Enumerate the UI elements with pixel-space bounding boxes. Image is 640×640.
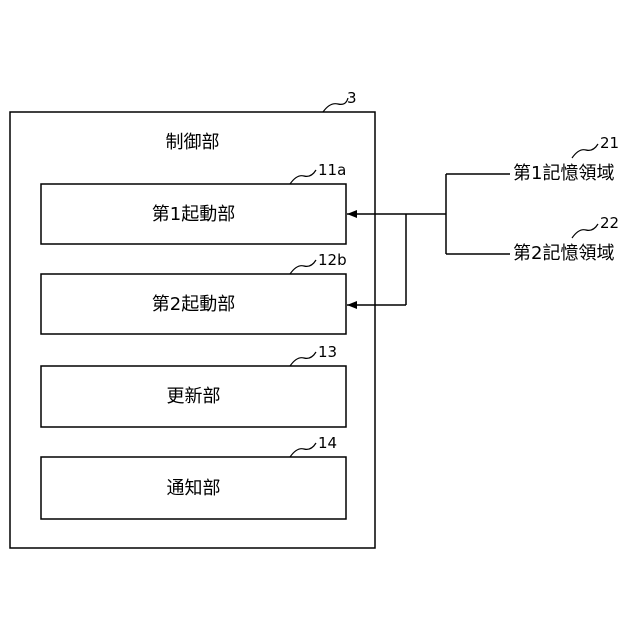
controller-label: 制御部 [10,133,375,153]
unit-leader-1 [290,170,316,184]
unit-ref-4: 14 [318,435,337,451]
unit-leader-2 [290,260,316,274]
storage-label-2: 第2記憶領域 [513,244,614,264]
storage-ref-1: 21 [600,135,619,151]
controller-leader [323,98,348,112]
storage-leader-2 [572,224,598,238]
unit-ref-3: 13 [318,344,337,360]
unit-label-1: 第1起動部 [41,205,346,225]
controller-ref: 3 [347,90,357,106]
storage-ref-2: 22 [600,215,619,231]
unit-ref-2: 12b [318,252,347,268]
unit-leader-3 [290,352,316,366]
unit-label-3: 更新部 [41,387,346,407]
storage-leader-1 [572,144,598,158]
unit-ref-1: 11a [318,162,346,178]
unit-label-2: 第2起動部 [41,295,346,315]
unit-leader-4 [290,443,316,457]
storage-label-1: 第1記憶領域 [513,164,614,184]
unit-label-4: 通知部 [41,479,346,499]
